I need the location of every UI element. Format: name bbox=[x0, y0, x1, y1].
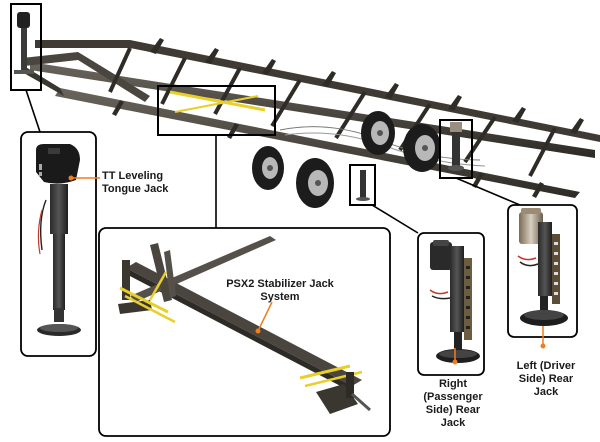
wheel-rear-left bbox=[296, 158, 334, 208]
callout-lines bbox=[25, 89, 521, 234]
tongue-jack-label: TT Leveling Tongue Jack bbox=[102, 170, 180, 196]
callout-rect-right-rear bbox=[349, 164, 376, 206]
left-rear-jack-label: Left (Driver Side) Rear Jack bbox=[510, 360, 582, 399]
stabilizer-label-line-2: System bbox=[260, 291, 300, 303]
tongue-jack-label-line-2: Tongue Jack bbox=[102, 183, 169, 195]
right-rear-jack-label-line-4: Jack bbox=[440, 417, 466, 429]
tongue-jack-label-line-1: TT Leveling bbox=[102, 170, 164, 182]
left-rear-jack-detail bbox=[507, 204, 578, 349]
wheel-rear-right bbox=[403, 124, 441, 172]
left-rear-jack-label-line-1: Left (Driver bbox=[516, 360, 576, 372]
wheel-front-right bbox=[361, 111, 395, 155]
trailer-wheels bbox=[252, 111, 441, 208]
right-rear-jack-label-line-2: (Passenger bbox=[423, 391, 483, 403]
stabilizer-label-line-1: PSX2 Stabilizer Jack bbox=[226, 278, 334, 290]
right-rear-jack-label: Right (Passenger Side) Rear Jack bbox=[418, 378, 488, 430]
tongue-jack-detail bbox=[20, 131, 100, 357]
right-rear-jack-label-line-1: Right bbox=[438, 378, 468, 390]
right-rear-jack-label-line-3: Side) Rear bbox=[425, 404, 481, 416]
wheel-front-left bbox=[252, 146, 284, 190]
left-rear-jack-label-line-3: Jack bbox=[533, 386, 559, 398]
stabilizer-label: PSX2 Stabilizer Jack System bbox=[220, 278, 340, 304]
right-rear-jack-detail bbox=[417, 232, 485, 376]
left-rear-jack-label-line-2: Side) Rear bbox=[518, 373, 574, 385]
tongue-jack-mini bbox=[14, 12, 34, 74]
stabilizer-detail bbox=[98, 227, 391, 437]
rear-jacks-mini bbox=[356, 122, 464, 201]
